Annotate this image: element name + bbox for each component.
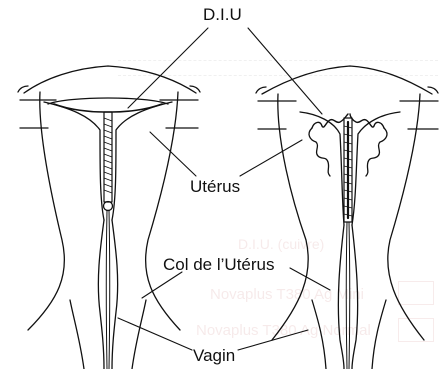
leader-uterus-right bbox=[240, 140, 302, 176]
right-cervical-canal bbox=[338, 225, 357, 369]
left-iud-threads bbox=[106, 210, 110, 369]
label-diu: D.I.U bbox=[203, 6, 242, 23]
leader-diu-left bbox=[128, 28, 208, 108]
left-iud-coil bbox=[104, 118, 112, 193]
right-iud-serrated-side-right bbox=[366, 128, 387, 176]
left-iud-bulb bbox=[104, 202, 113, 211]
right-outer-wall-left bbox=[272, 94, 308, 340]
left-cavity-top bbox=[48, 98, 168, 104]
right-cornua bbox=[256, 87, 438, 93]
left-vaginal-wall bbox=[70, 300, 146, 369]
left-fundus bbox=[24, 66, 196, 93]
left-cornua bbox=[18, 86, 200, 92]
label-vagin: Vagin bbox=[193, 347, 235, 364]
right-iud-serrated-side-left bbox=[309, 128, 330, 176]
right-iud-threads bbox=[346, 222, 350, 369]
left-cervical-canal bbox=[98, 220, 117, 369]
right-broad-ligament-left bbox=[258, 101, 296, 129]
label-uterus: Utérus bbox=[190, 178, 240, 195]
label-col-uterus: Col de l’Utérus bbox=[163, 256, 275, 273]
leader-vagin-left bbox=[118, 318, 192, 350]
left-outer-wall-right bbox=[146, 92, 180, 330]
right-fundus bbox=[262, 66, 432, 94]
left-uterus bbox=[18, 66, 200, 369]
left-iud-arms bbox=[54, 104, 162, 112]
leader-col-right bbox=[290, 268, 330, 290]
leader-vagin-right bbox=[238, 330, 308, 350]
leader-col-left bbox=[142, 272, 182, 298]
right-outer-wall-right bbox=[388, 94, 424, 340]
right-uterus bbox=[256, 66, 438, 369]
